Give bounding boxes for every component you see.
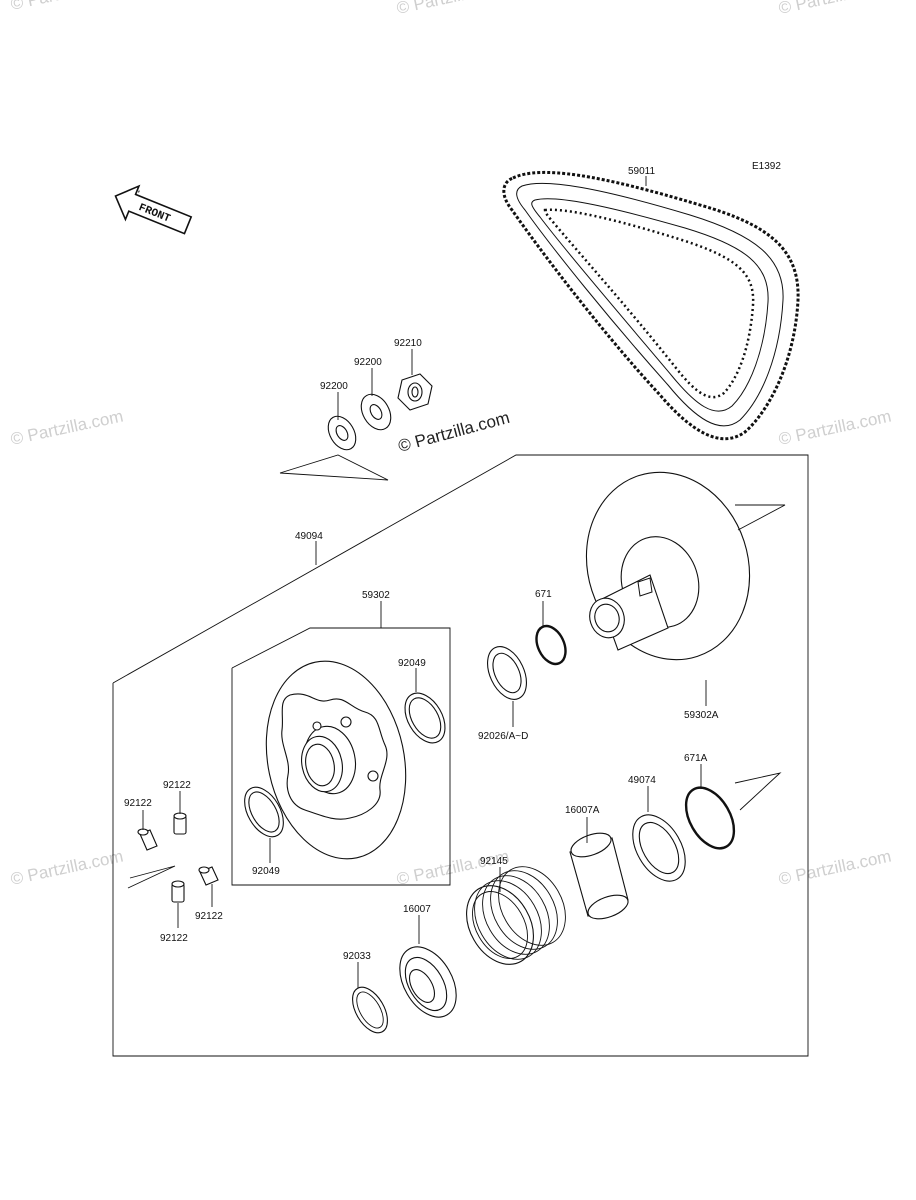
watermark-faint: © Partzilla.com xyxy=(395,0,511,18)
label-seal-lower: 92049 xyxy=(252,866,280,877)
label-bushing-16007: 16007 xyxy=(403,904,431,915)
diagram-code: E1392 xyxy=(752,161,781,172)
bushing-16007a xyxy=(569,832,629,920)
seal-92049-upper xyxy=(404,692,446,744)
bushing-16007 xyxy=(399,946,457,1018)
watermark-faint: © Partzilla.com xyxy=(9,847,125,889)
o-ring-671 xyxy=(535,624,567,666)
fitting-92122-c xyxy=(198,866,219,886)
o-ring-671a xyxy=(684,786,736,850)
axis-line-top xyxy=(279,454,389,481)
shim-92026 xyxy=(487,646,527,700)
label-o-ring-small: 671 xyxy=(535,589,552,600)
watermark-faint: © Partzilla.com xyxy=(777,847,893,889)
watermark-faint: © Partzilla.com xyxy=(9,0,125,14)
label-shim: 92026/A~D xyxy=(478,731,528,742)
axis-line-right-mid xyxy=(734,772,782,811)
label-nut: 92210 xyxy=(394,338,422,349)
label-seal-upper: 92049 xyxy=(398,658,426,669)
fitting-92122-d xyxy=(171,880,185,903)
label-washer-a: 92200 xyxy=(320,381,348,392)
fixed-sheave xyxy=(265,660,407,860)
label-washer-49074: 49074 xyxy=(628,775,656,786)
spring-92145 xyxy=(466,866,566,965)
assembly-frame xyxy=(112,454,809,1057)
label-fitting-2: 92122 xyxy=(163,780,191,791)
label-movable-sheave: 59302A xyxy=(684,710,719,721)
front-arrow-icon: FRONT xyxy=(114,184,193,235)
label-fitting-3: 92122 xyxy=(195,911,223,922)
movable-sheave xyxy=(585,471,751,661)
nut-92210 xyxy=(397,373,433,411)
label-sheave-group: 59302 xyxy=(362,590,390,601)
axis-line-left xyxy=(127,865,176,889)
watermark-faint: © Partzilla.com xyxy=(777,0,893,18)
label-assembly: 49094 xyxy=(295,531,323,542)
label-belt: 59011 xyxy=(628,166,656,177)
fitting-92122-b xyxy=(173,812,187,835)
label-fitting-1: 92122 xyxy=(124,798,152,809)
fitting-92122-a xyxy=(137,828,158,851)
washer-92200-b xyxy=(360,393,392,431)
watermark-faint: © Partzilla.com xyxy=(777,407,893,449)
sheave-group-frame xyxy=(231,627,451,886)
label-fitting-4: 92122 xyxy=(160,933,188,944)
label-circlip: 92033 xyxy=(343,951,371,962)
circlip-92033 xyxy=(352,986,388,1034)
watermark-main: © Partzilla.com xyxy=(396,408,512,456)
axis-line-right-top xyxy=(735,504,786,531)
watermark-faint: © Partzilla.com xyxy=(9,407,125,449)
watermark-faint-group: © Partzilla.com © Partzilla.com © Partzi… xyxy=(9,0,893,889)
seal-92049-lower xyxy=(244,786,284,838)
label-o-ring-large: 671A xyxy=(684,753,708,764)
label-spring: 92145 xyxy=(480,856,508,867)
watermark-faint: © Partzilla.com xyxy=(395,847,511,889)
label-washer-b: 92200 xyxy=(354,357,382,368)
washer-92200-a xyxy=(327,415,357,451)
drive-belt xyxy=(502,170,800,441)
washer-49074 xyxy=(632,814,686,882)
label-bushing-16007a: 16007A xyxy=(565,805,600,816)
